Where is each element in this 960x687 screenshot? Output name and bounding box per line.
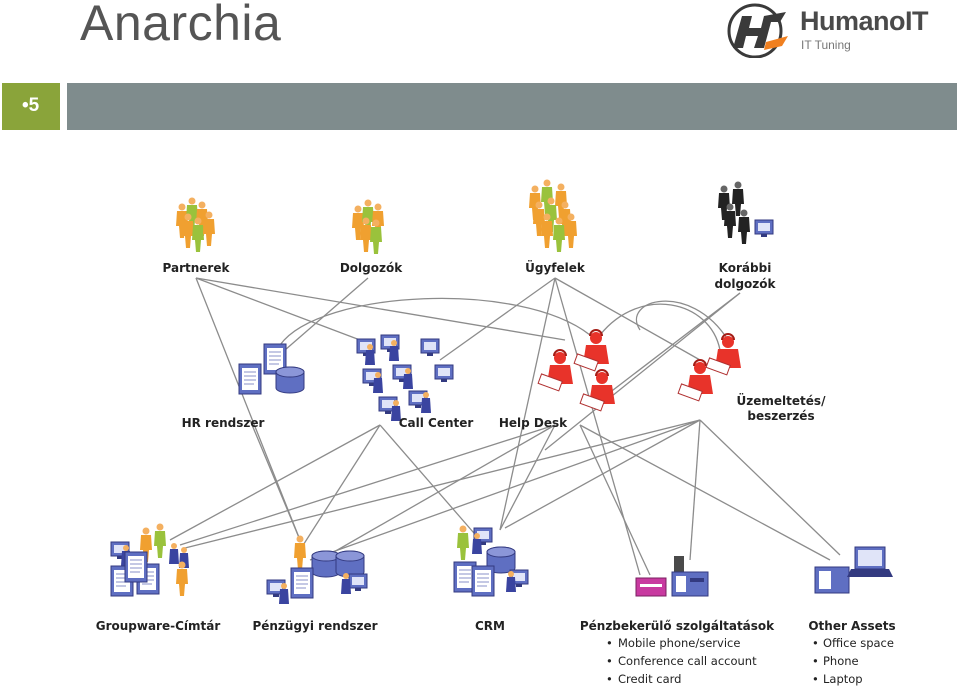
partnerek-label: Partnerek [163,261,231,275]
crm-label: CRM [475,619,505,633]
list-item: Laptop [823,672,863,686]
uzemeltetes-label-line2: beszerzés [747,409,814,423]
penzbekerulo-icon [635,556,709,597]
logo-name: HumanoIT [800,6,929,36]
penzugyi-system-icon [266,535,368,604]
korabbi-label-line1: Korábbi [719,261,772,275]
list-bullet: • [812,672,819,686]
hr-label: HR rendszer [182,416,265,430]
humanoit-logo: HumanoIT IT Tuning [724,2,954,59]
uzemeltetes-icon [677,333,742,402]
list-item: Phone [823,654,859,668]
list-bullet: • [812,654,819,668]
logo-mark-icon [727,3,788,59]
partnerek-people-icon [176,197,215,252]
other-assets-label: Other Assets [808,619,895,633]
list-bullet: • [606,672,613,686]
slide-number-box: •5 [2,83,60,130]
connection-lines [169,277,841,576]
groupware-label: Groupware-Címtár [96,619,221,633]
help-desk-icon [537,329,616,412]
penzbekerulo-list: • Mobile phone/service • Conference call… [606,636,757,686]
other-assets-icon [814,546,893,594]
logo-tagline: IT Tuning [801,38,851,52]
crm-icon [453,525,529,597]
list-bullet: • [812,636,819,650]
call-center-icon [356,334,454,421]
callcenter-label: Call Center [399,416,474,430]
list-item: Conference call account [618,654,757,668]
list-item: Mobile phone/service [618,636,740,650]
dolgozok-people-icon [352,199,384,254]
other-assets-list: • Office space • Phone • Laptop [812,636,894,686]
uzemeltetes-label-line1: Üzemeltetés/ [737,393,827,408]
korabbi-dolgozok-people-icon [718,181,774,244]
korabbi-label-line2: dolgozók [715,277,777,291]
groupware-icon [110,523,189,597]
dolgozok-label: Dolgozók [340,261,403,275]
slide-number: •5 [22,95,40,116]
ugyfelek-label: Ügyfelek [525,260,586,275]
slide-title: Anarchia [80,0,282,51]
hr-system-icon [238,343,305,395]
penzugyi-label: Pénzügyi rendszer [252,619,377,633]
ugyfelek-people-icon [529,179,577,252]
header-band [67,83,957,130]
list-bullet: • [606,654,613,668]
list-item: Office space [823,636,894,650]
helpdesk-label: Help Desk [499,416,568,430]
list-item: Credit card [618,672,681,686]
list-bullet: • [606,636,613,650]
penzbekerulo-label: Pénzbekerülő szolgáltatások [580,619,775,633]
